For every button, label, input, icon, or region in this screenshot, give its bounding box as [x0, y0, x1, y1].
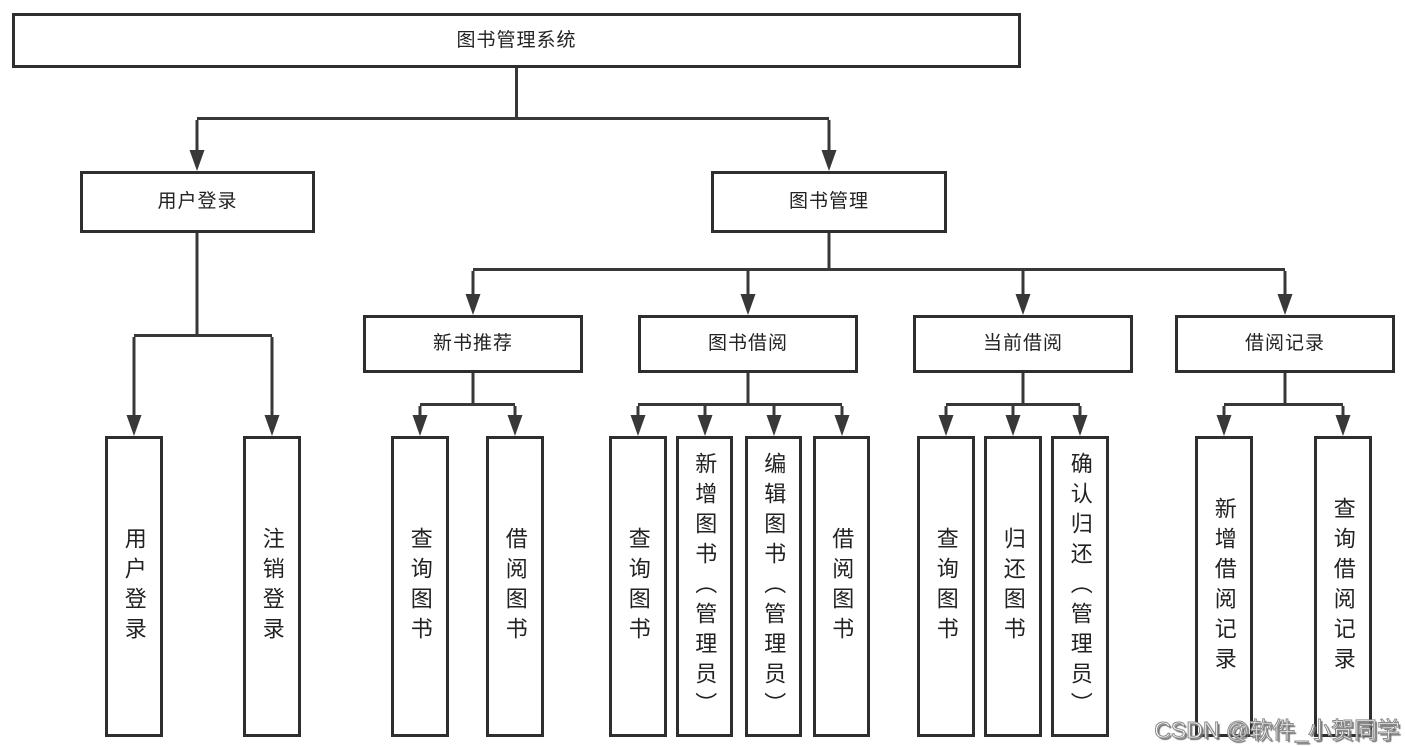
node-leaf-query-books-recommend: 查询图书 — [391, 436, 449, 737]
node-leaf-query-books-current: 查询图书 — [917, 436, 975, 737]
node-leaf-add-books-admin: 新增图书（管理员） — [676, 436, 733, 737]
node-book-borrow: 图书借阅 — [638, 315, 858, 373]
node-leaf-user-login: 用户登录 — [105, 436, 163, 737]
node-leaf-return-books: 归还图书 — [984, 436, 1042, 737]
node-root: 图书管理系统 — [12, 13, 1021, 68]
node-leaf-query-books-borrow: 查询图书 — [609, 436, 667, 737]
csdn-watermark: CSDN @软件_小贺同学 — [1154, 717, 1401, 744]
node-leaf-add-borrow-record: 新增借阅记录 — [1195, 436, 1253, 737]
node-new-book-recommend: 新书推荐 — [363, 315, 583, 373]
node-leaf-query-borrow-record: 查询借阅记录 — [1314, 436, 1372, 737]
node-user-login: 用户登录 — [80, 171, 315, 233]
node-leaf-confirm-return-admin: 确认归还（管理员） — [1051, 436, 1109, 737]
node-leaf-borrow-books-recommend: 借阅图书 — [486, 436, 544, 737]
node-leaf-logout: 注销登录 — [243, 436, 301, 737]
arrowheads — [126, 150, 1351, 436]
node-book-management: 图书管理 — [711, 171, 947, 233]
node-leaf-borrow-books: 借阅图书 — [813, 436, 870, 737]
node-borrow-records: 借阅记录 — [1175, 315, 1395, 373]
node-leaf-edit-books-admin: 编辑图书（管理员） — [745, 436, 802, 737]
node-current-borrow: 当前借阅 — [913, 315, 1133, 373]
